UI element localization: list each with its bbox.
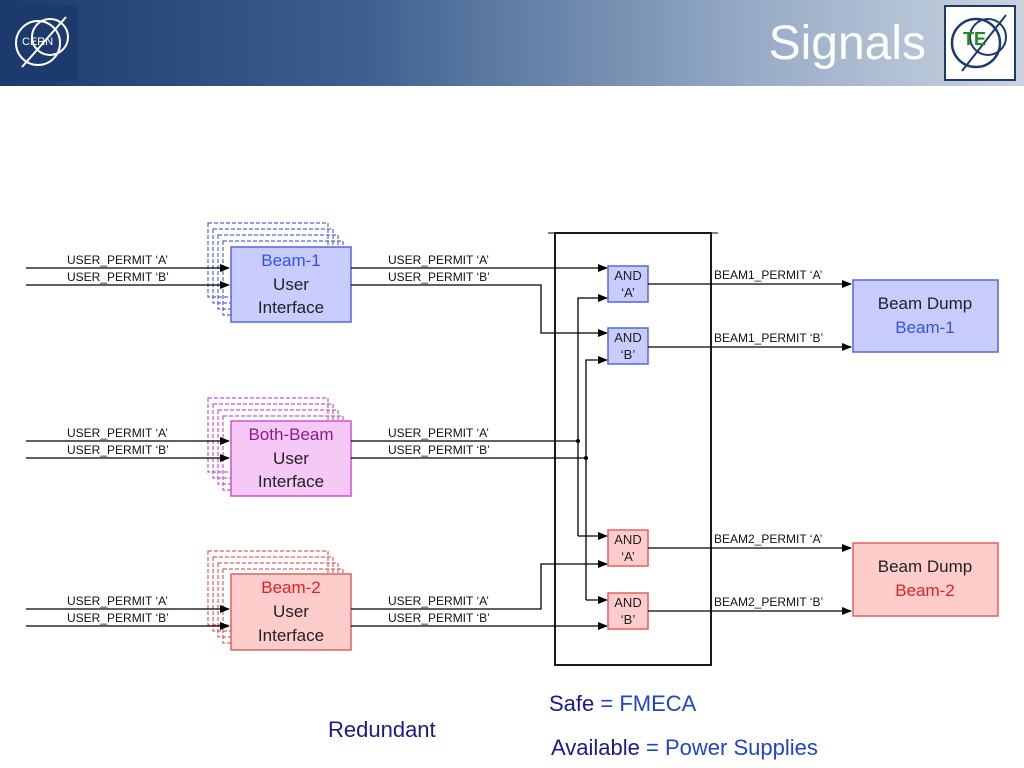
in-beam1-a-label: USER_PERMIT ‘A’ [67,253,168,267]
bothbeam-ui-box [230,420,352,497]
and-gate-channel: ‘A’ [621,285,635,300]
input-signals [26,264,230,630]
te-logo: TE [944,5,1016,81]
out-beam1-a-label: USER_PERMIT ‘A’ [388,253,489,267]
beam2-permit-a-label: BEAM2_PERMIT ‘A’ [714,532,822,546]
beam1-permit-a-label: BEAM1_PERMIT ‘A’ [714,268,822,282]
safe-label: Safe [549,691,595,716]
and-gate-label: AND [614,330,641,345]
and-gate-label: AND [614,532,641,547]
beam1-ui-title: Beam-1 [261,251,321,270]
beam2-permit-b-label: BEAM2_PERMIT ‘B’ [714,595,823,609]
beam-dump-1-beam: Beam-1 [895,318,955,337]
available-label: Available [551,735,640,760]
controller-box [554,232,712,666]
beam-dump-1-title: Beam Dump [878,294,972,313]
and-gate-channel: ‘A’ [621,549,635,564]
in-both-a-label: USER_PERMIT ‘A’ [67,426,168,440]
in-beam1-b-label: USER_PERMIT ‘B’ [67,270,169,284]
out-beam1-b-label: USER_PERMIT ‘B’ [388,270,490,284]
and-gate-beam1-a: AND ‘A’ [607,265,649,303]
beam-dump-2-title: Beam Dump [878,557,972,576]
internal-wiring [351,264,608,630]
beam2-ui-box [230,573,352,651]
beam2-ui-title: Beam-2 [261,578,321,597]
beam1-ui-line3: Interface [258,298,324,317]
beam2-ui-stack: Beam-2 User Interface [207,550,352,651]
out-beam2-b-label: USER_PERMIT ‘B’ [388,611,490,625]
header-bar: CERN Signals TE [0,0,1024,86]
available-line: Available = Power Supplies [551,735,818,761]
in-beam2-a-label: USER_PERMIT ‘A’ [67,594,168,608]
output-signals [648,280,852,615]
beam1-ui-box [230,246,352,323]
beam2-ui-line2: User [273,602,309,621]
bothbeam-ui-stack: Both-Beam User Interface [207,397,352,497]
safe-line: Safe = FMECA [549,691,696,717]
bothbeam-ui-line3: Interface [258,472,324,491]
and-gate-channel: ‘B’ [621,347,636,362]
and-gate-channel: ‘B’ [621,612,636,627]
beam-dump-2-beam: Beam-2 [895,581,955,600]
page-title: Signals [768,17,926,70]
beam-dump-2: Beam Dump Beam-2 [852,542,999,617]
out-both-a-label: USER_PERMIT ‘A’ [388,426,489,440]
beam-dump-1: Beam Dump Beam-1 [852,279,999,353]
redundant-label: Redundant [328,717,436,742]
and-gate-label: AND [614,268,641,283]
in-both-b-label: USER_PERMIT ‘B’ [67,443,169,457]
cern-logo-text: CERN [22,36,53,48]
beam1-ui-stack: Beam-1 User Interface [207,222,352,323]
cern-logo: CERN [6,5,78,81]
bothbeam-ui-title: Both-Beam [248,425,333,444]
and-gate-beam1-b: AND ‘B’ [607,327,649,365]
bothbeam-ui-line2: User [273,449,309,468]
beam1-ui-line2: User [273,275,309,294]
and-gate-label: AND [614,595,641,610]
te-logo-text: TE [963,29,986,49]
beam1-permit-b-label: BEAM1_PERMIT ‘B’ [714,331,823,345]
out-both-b-label: USER_PERMIT ‘B’ [388,443,490,457]
safe-equation: = FMECA [600,691,697,716]
in-beam2-b-label: USER_PERMIT ‘B’ [67,611,169,625]
and-gate-beam2-a: AND ‘A’ [607,529,649,567]
and-gate-beam2-b: AND ‘B’ [607,592,649,630]
out-beam2-a-label: USER_PERMIT ‘A’ [388,594,489,608]
available-equation: = Power Supplies [646,735,818,760]
beam2-ui-line3: Interface [258,626,324,645]
